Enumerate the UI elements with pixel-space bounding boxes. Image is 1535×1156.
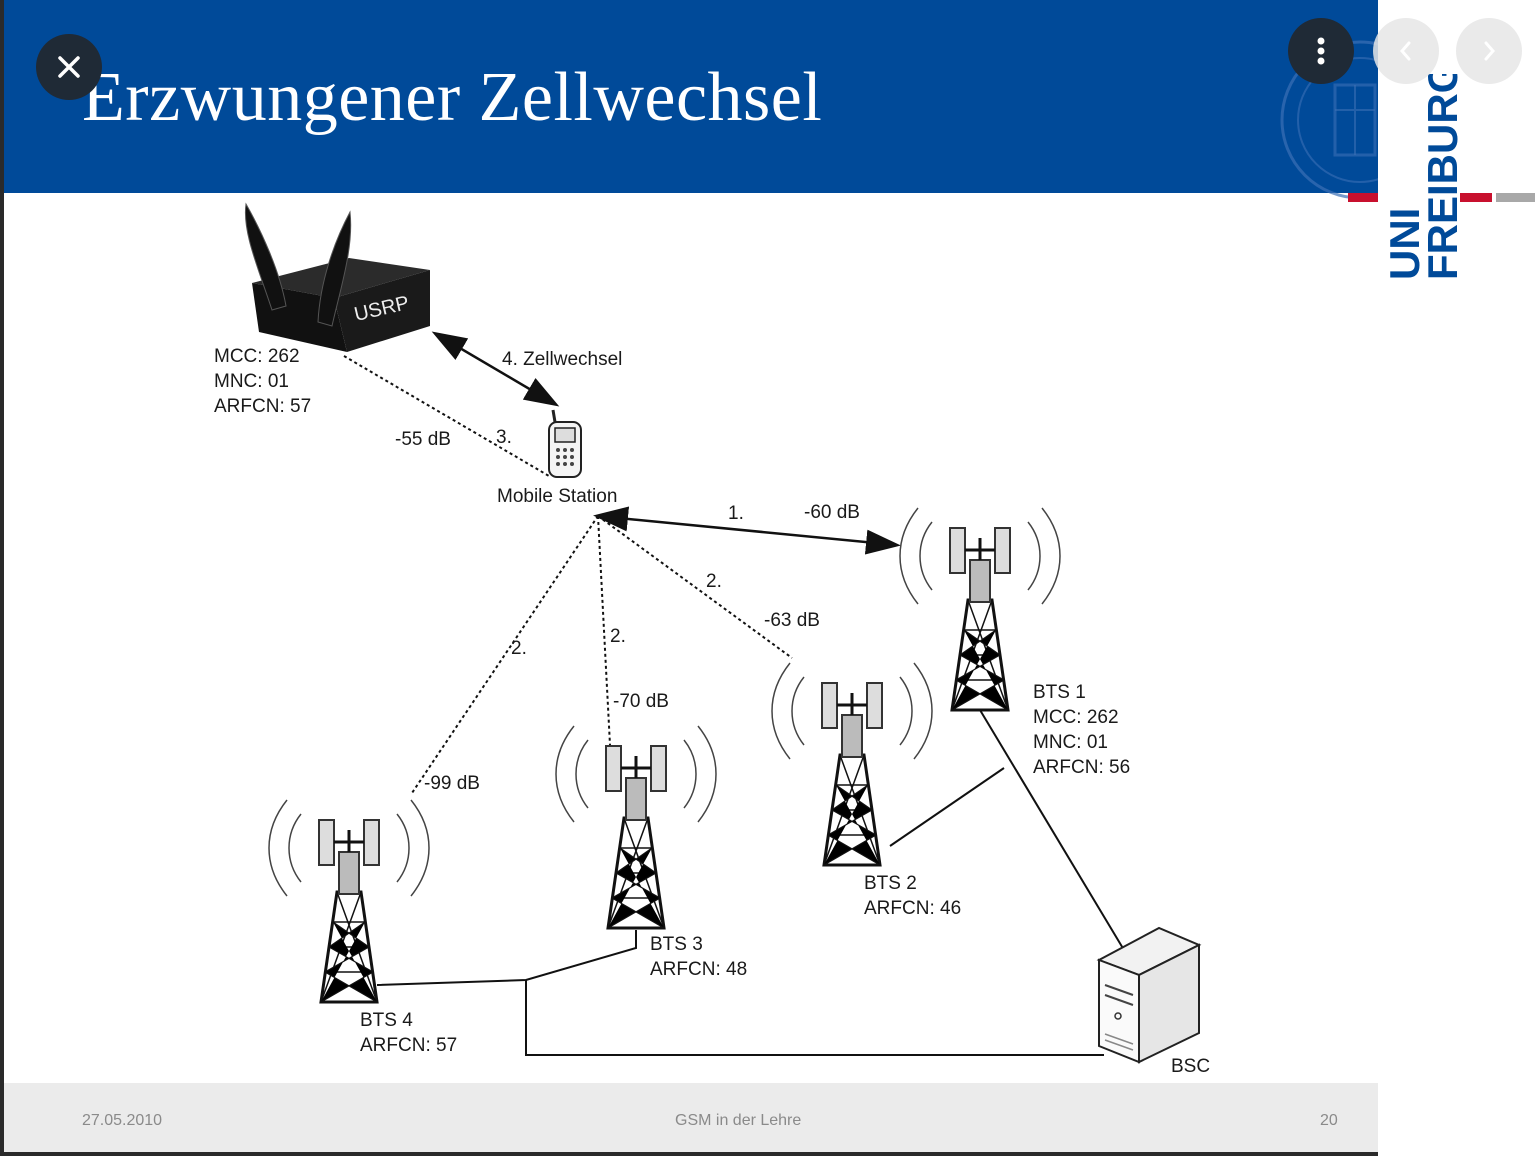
footer-title: GSM in der Lehre (675, 1112, 802, 1129)
chevron-left-icon (1400, 41, 1411, 61)
logo-line-uni: UNI (1381, 208, 1428, 280)
slide-header (4, 0, 1378, 193)
usrp-db-label: -55 dB (395, 429, 451, 450)
bts4-tower-icon (267, 798, 431, 1004)
logo-accent-bar (1496, 193, 1535, 202)
bts3-arfcn: ARFCN: 48 (650, 959, 748, 980)
next-button[interactable] (1456, 18, 1522, 84)
slide-footer (4, 1083, 1378, 1152)
bsc-server-icon (1096, 926, 1202, 1064)
logo-accent-bar (1348, 193, 1378, 202)
bts3-step-label: 2. (610, 626, 626, 647)
uni-freiburg-logo: UNI FREIBURG (1381, 74, 1465, 280)
bts1-db-label: -60 dB (804, 502, 860, 523)
more-options-button[interactable] (1288, 18, 1354, 84)
logo-accent-bar (1460, 193, 1492, 202)
bts4-name: BTS 4 (360, 1010, 413, 1031)
bts1-arfcn: ARFCN: 56 (1033, 757, 1131, 778)
bts1-step-label: 1. (728, 503, 744, 524)
usrp-step-label: 3. (496, 427, 512, 448)
bts4-step-label: 2. (511, 638, 527, 659)
zellwechsel-label: 4. Zellwechsel (502, 349, 623, 370)
usrp-mnc: MNC: 01 (214, 371, 289, 392)
bts1-mcc: MCC: 262 (1033, 707, 1119, 728)
logo-line-freiburg: FREIBURG (1419, 74, 1465, 280)
bts4-db-label: -99 dB (424, 773, 480, 794)
gsm-diagram (244, 202, 1202, 1064)
slide-title: Erzwungener Zellwechsel (82, 59, 823, 136)
bts4-arfcn: ARFCN: 57 (360, 1035, 458, 1056)
mobile-phone-icon (548, 409, 582, 478)
usrp-mcc: MCC: 262 (214, 346, 300, 367)
logo-panel (1378, 0, 1535, 1156)
bts3-tower-icon (554, 724, 718, 930)
chevron-right-icon (1484, 41, 1495, 61)
footer-date: 27.05.2010 (82, 1112, 163, 1129)
mobile-station-label: Mobile Station (497, 486, 618, 507)
bts3-db-label: -70 dB (613, 691, 669, 712)
slide: Erzwungener Zellwechsel (4, 0, 1378, 1152)
more-vert-icon (1317, 37, 1325, 65)
close-button[interactable] (36, 34, 102, 100)
bts1-name: BTS 1 (1033, 682, 1086, 703)
bts2-name: BTS 2 (864, 873, 917, 894)
bsc-label: BSC (1171, 1056, 1211, 1077)
bts2-step-label: 2. (706, 571, 722, 592)
bts3-name: BTS 3 (650, 934, 703, 955)
close-icon (58, 56, 80, 78)
footer-page-number: 20 (1320, 1112, 1338, 1129)
bts2-arfcn: ARFCN: 46 (864, 898, 962, 919)
previous-button[interactable] (1373, 18, 1439, 84)
bts2-db-label: -63 dB (764, 610, 820, 631)
usrp-device-icon (244, 202, 430, 352)
usrp-arfcn: ARFCN: 57 (214, 396, 312, 417)
bts1-mnc: MNC: 01 (1033, 732, 1108, 753)
